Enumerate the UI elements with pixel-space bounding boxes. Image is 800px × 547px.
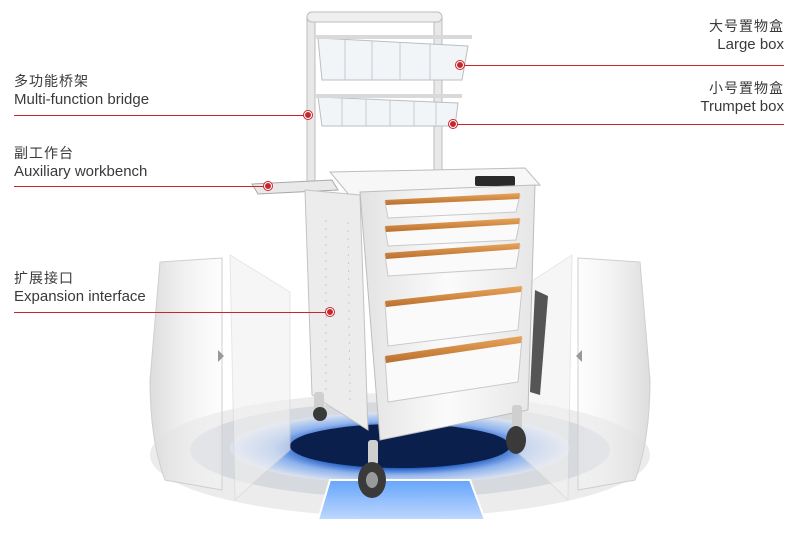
large-box-marker <box>456 61 464 69</box>
callout-workbench: 副工作台 Auxiliary workbench <box>14 145 147 181</box>
workbench-label-en: Auxiliary workbench <box>14 162 148 180</box>
bridge-label-zh: 多功能桥架 <box>14 73 89 89</box>
large-box-rack <box>316 35 472 81</box>
bridge-leader-line <box>14 115 308 116</box>
expansion-label-en: Expansion interface <box>14 287 146 305</box>
expansion-leader-line <box>14 312 330 313</box>
callout-trumpet-box: 小号置物盒 Trumpet box <box>700 80 784 116</box>
trumpet-box-marker <box>449 120 457 128</box>
drawers <box>384 193 523 403</box>
trumpet-box-label-zh: 小号置物盒 <box>709 80 784 96</box>
trumpet-box-label-en: Trumpet box <box>700 97 784 115</box>
callout-expansion: 扩展接口 Expansion interface <box>14 270 146 306</box>
large-box-label-en: Large box <box>717 35 784 53</box>
callout-large-box: 大号置物盒 Large box <box>709 18 784 54</box>
expansion-label-zh: 扩展接口 <box>14 270 74 286</box>
callout-bridge: 多功能桥架 Multi-function bridge <box>14 73 149 109</box>
workbench-marker <box>264 182 272 190</box>
bridge-marker <box>304 111 312 119</box>
cart <box>251 11 548 498</box>
glass-panels <box>149 254 651 502</box>
large-box-leader-line <box>462 65 784 66</box>
large-box-label-zh: 大号置物盒 <box>709 18 784 34</box>
wheels <box>313 392 526 498</box>
workbench-leader-line <box>14 186 268 187</box>
workbench-label-zh: 副工作台 <box>14 145 74 161</box>
bridge-label-en: Multi-function bridge <box>14 90 150 108</box>
trumpet-box-leader-line <box>455 124 784 125</box>
expansion-marker <box>326 308 334 316</box>
